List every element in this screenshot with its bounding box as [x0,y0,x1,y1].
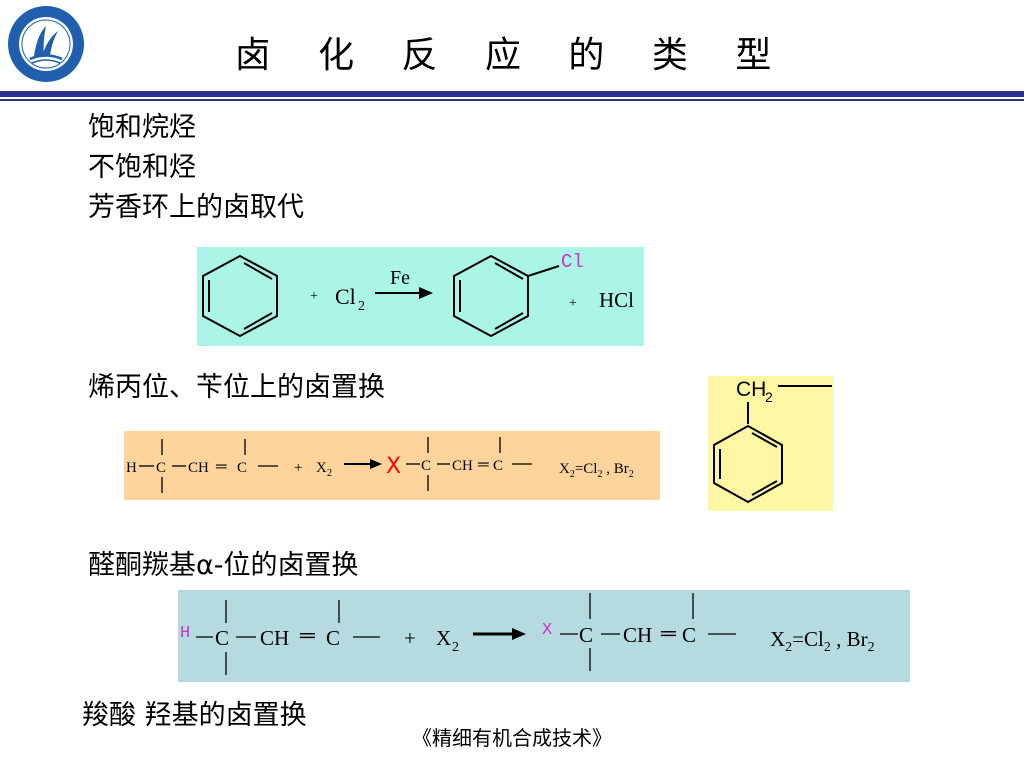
carbon-atom: C [493,458,503,474]
chlorine-substituent: Cl [561,251,584,273]
halogen-subscript: 2 [452,640,459,655]
plus-sign: + [569,296,577,311]
plus-sign: + [294,460,302,476]
benzyl-structure: CH 2 [708,376,833,511]
category-aromatic: 芳香环上的卤取代 [88,192,304,223]
title-divider [0,91,1024,97]
ch2-group: CH [736,378,766,401]
halogen-subscript: 2 [327,468,332,479]
double-bond: ═ [299,623,315,647]
page-title: 卤 化 反 应 的 类 型 [234,35,790,76]
university-seal-icon [8,6,84,82]
hcl-byproduct: HCl [599,288,634,312]
ch-group: CH [188,460,209,476]
aromatic-chlorination-reaction: + Cl 2 Fe Cl + HCl [197,247,644,346]
title-divider-thin [0,99,1024,101]
halogen-reagent: X [436,626,451,650]
chlorobenzene-product [453,254,560,338]
chlorine-subscript: 2 [358,299,365,314]
reaction-arrow [370,459,382,469]
category-allylic: 烯丙位、苄位上的卤置换 [88,372,385,403]
footer-book-title: 《精细有机合成技术》 [412,726,612,750]
plus-sign: + [310,289,318,304]
plus-sign: + [404,626,416,650]
carbon-atom: C [215,626,229,650]
double-bond: ═ [660,621,676,645]
iron-catalyst: Fe [390,267,410,289]
carbon-atom: C [682,623,696,647]
alpha-substitution-reaction: H C CH ═ C + X 2 X C CH ═ C X2=Cl2 , Br2 [178,590,910,682]
carbon-atom: C [421,458,431,474]
carbon-atom: C [156,460,166,476]
halogen-reagent: X [316,460,327,476]
halogen-product: X [542,621,552,640]
ch-group: CH [260,626,289,650]
category-carboxyl: 羧酸 羟基的卤置换 [82,700,307,731]
double-bond: ═ [215,459,227,475]
reaction-arrow [512,628,526,640]
ch-group: CH [452,458,473,474]
category-unsaturated: 不饱和烃 [88,152,196,183]
ch-group: CH [623,623,652,647]
halogen-note: X2=Cl2 , Br2 [770,627,875,655]
category-carbonyl-alpha: 醛酮羰基α-位的卤置换 [88,550,359,581]
hydrogen-atom: H [126,460,137,476]
ch2-subscript: 2 [765,389,773,405]
category-list: 饱和烷烃 不饱和烃 芳香环上的卤取代 [88,108,304,228]
benzene-ring-reactant [202,254,278,338]
hydrogen-atom: H [180,624,190,643]
allylic-substitution-reaction: H C CH ═ C + X 2 X C CH ═ C X2=Cl2 , Br2 [124,431,660,500]
carbon-atom: C [579,623,593,647]
halogen-product: X [386,454,401,479]
chlorine-reagent: Cl [335,284,356,309]
carbon-atom: C [237,460,247,476]
halogen-note: X2=Cl2 , Br2 [559,461,634,480]
category-saturated: 饱和烷烃 [88,112,196,143]
double-bond: ═ [477,457,489,473]
carbon-atom: C [326,626,340,650]
